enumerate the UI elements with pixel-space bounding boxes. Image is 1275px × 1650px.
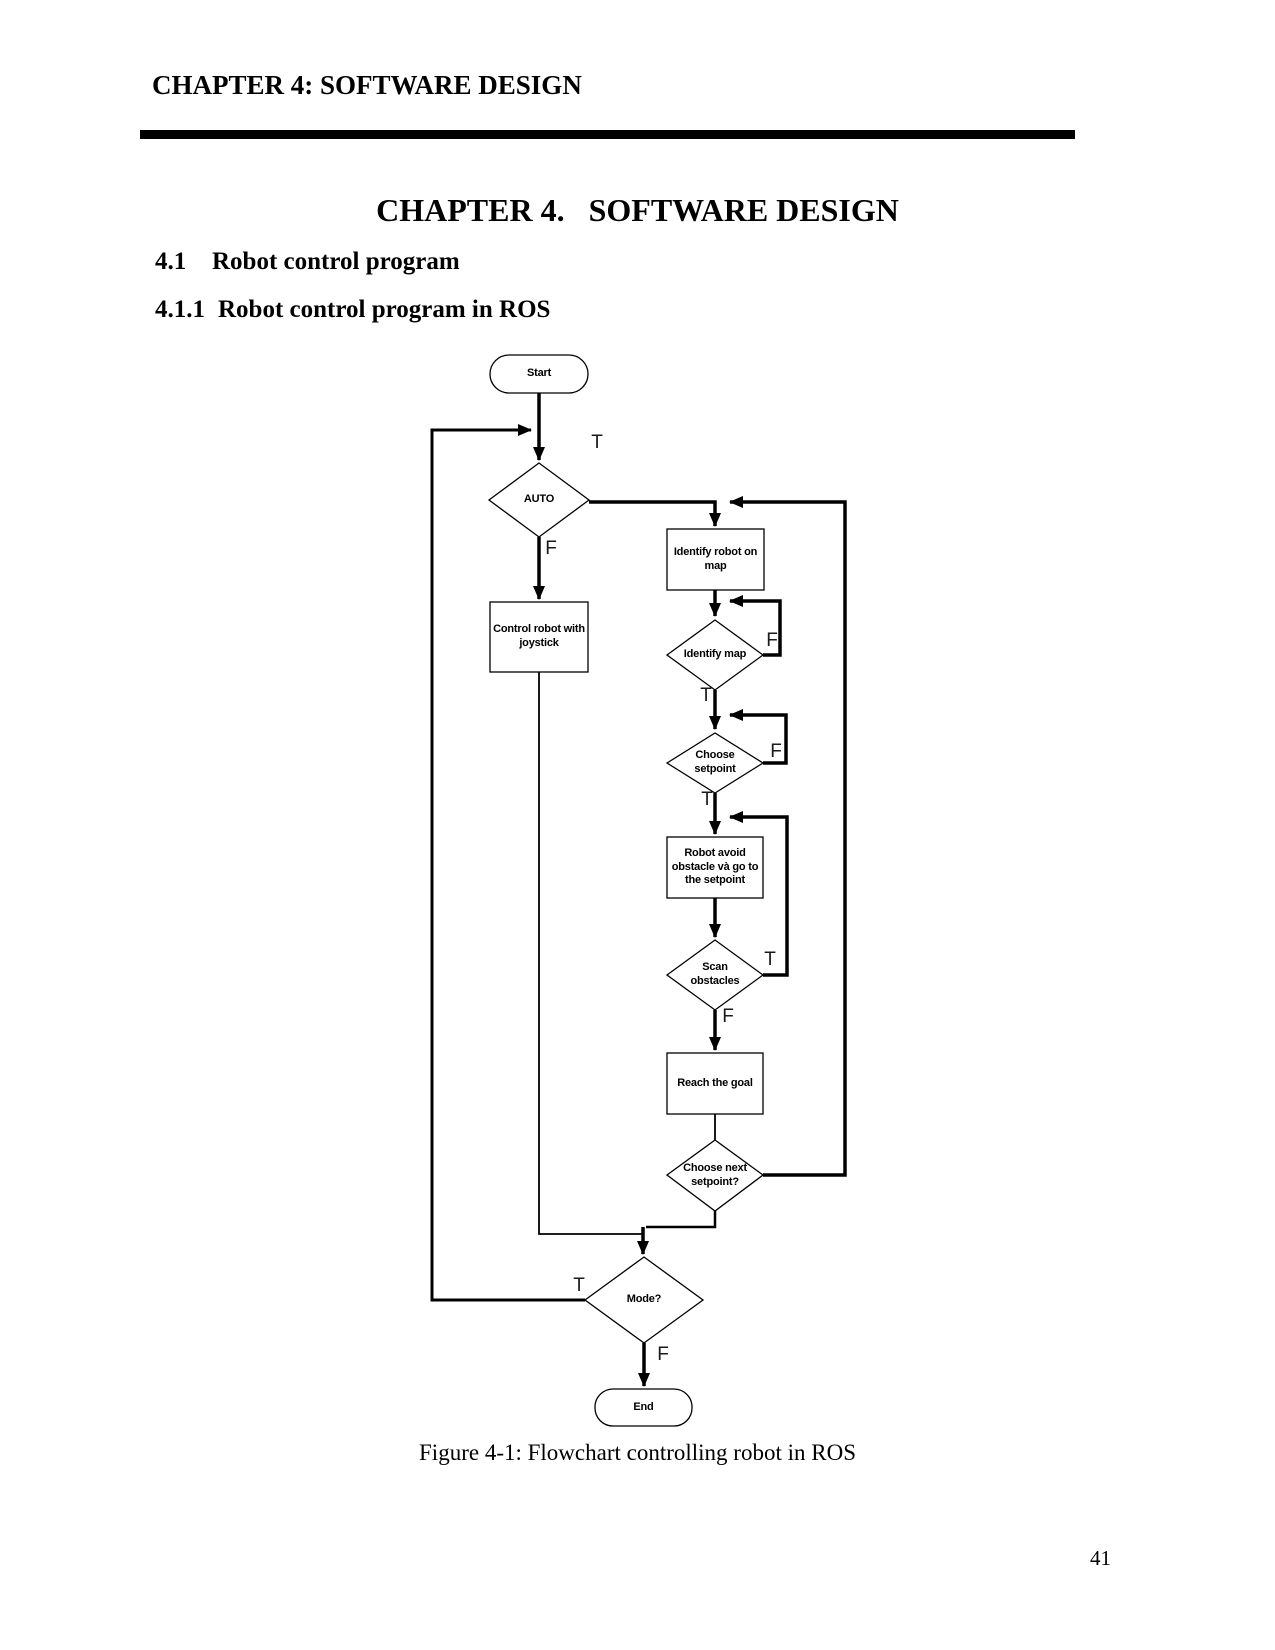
node-scan-obstacles-label: Scan obstacles [690,961,740,987]
branch-label-choose-setpoint-false: F [770,741,782,762]
edge-identifymap-false-loop [729,595,782,657]
subsection-title: Robot control program in ROS [218,296,551,323]
connector-layer [430,393,847,1387]
branch-label-scan-true: T [764,949,776,970]
section-heading-4-1-1: 4.1.1 Robot control program in ROS [155,296,550,324]
node-identify-robot: Identify robot on map [667,529,764,590]
node-identify-map-shape [665,619,765,691]
node-auto-shape [487,462,591,538]
node-reach-goal: Reach the goal [667,1053,763,1114]
node-mode: Mode? [585,1257,703,1343]
node-end-shape [594,1388,693,1427]
node-choose-next-shape [665,1139,765,1212]
node-auto-label: AUTO [523,493,555,506]
node-scan-obstacles: Scan obstacles [667,940,763,1010]
node-reach-goal-shape [666,1052,764,1115]
running-header: CHAPTER 4: SOFTWARE DESIGN [152,70,582,100]
node-shape-layer [487,354,765,1427]
node-choose-next: Choose next setpoint? [667,1140,763,1211]
node-identify-robot-label: Identify robot on map [673,545,758,572]
node-end-label: End [633,1400,654,1413]
edge-mode-true-loop [430,424,585,1302]
node-start: Start [490,355,588,393]
node-reach-goal-label: Reach the goal [677,1076,753,1089]
page-number: 41 [1090,1546,1111,1570]
figure-caption: Figure 4-1: Flowchart controlling robot … [419,1440,856,1465]
section-number: 4.1 [155,248,187,275]
node-identify-robot-shape [666,528,765,591]
edge-scan-true-loop [729,811,789,977]
branch-label-scan-false: F [722,1006,734,1027]
node-auto: AUTO [489,463,589,537]
branch-label-auto-false: F [545,538,557,559]
node-mode-label: Mode? [626,1293,662,1306]
node-control-robot-label: Control robot with joystick [493,623,585,649]
edge-choosenext-down [646,1211,717,1229]
node-choose-next-label: Choose next setpoint? [683,1161,747,1188]
edge-choose-next-loop [729,496,847,1177]
node-robot-avoid: Robot avoid obstacle và go to the setpoi… [667,837,763,898]
node-robot-avoid-label: Robot avoid obstacle và go to the setpoi… [671,846,759,887]
section-title: Robot control program [212,248,460,275]
node-end: End [595,1389,692,1426]
section-heading-4-1: 4.1 Robot control program [155,248,460,276]
node-mode-shape [583,1256,705,1344]
edge-auto-true [589,500,721,527]
header-divider-rule [140,130,1075,139]
edge-choosesetpoint-false-loop [729,709,788,765]
node-scan-obstacles-shape [665,939,765,1011]
node-control-robot: Control robot with joystick [490,602,588,672]
branch-label-mode-false: F [657,1344,669,1365]
node-choose-setpoint-shape [665,732,765,794]
chapter-title: CHAPTER 4. SOFTWARE DESIGN [376,192,899,228]
subsection-number: 4.1.1 [155,296,205,323]
branch-label-mode-true: T [573,1275,585,1296]
branch-label-identify-map-true: T [700,685,712,706]
node-start-label: Start [526,367,552,380]
node-choose-setpoint-label: Choose setpoint [694,749,736,775]
node-start-shape [489,354,589,394]
node-control-robot-shape [489,601,589,673]
node-identify-map: Identify map [667,620,763,690]
node-identify-map-label: Identify map [683,648,747,661]
edge-controlrobot-down [538,672,643,1235]
node-robot-avoid-shape [666,836,764,899]
branch-label-auto-true: T [591,432,603,453]
branch-label-choose-setpoint-true: T [701,789,713,810]
node-choose-setpoint: Choose setpoint [667,733,763,793]
branch-label-identify-map-false: F [766,630,778,651]
